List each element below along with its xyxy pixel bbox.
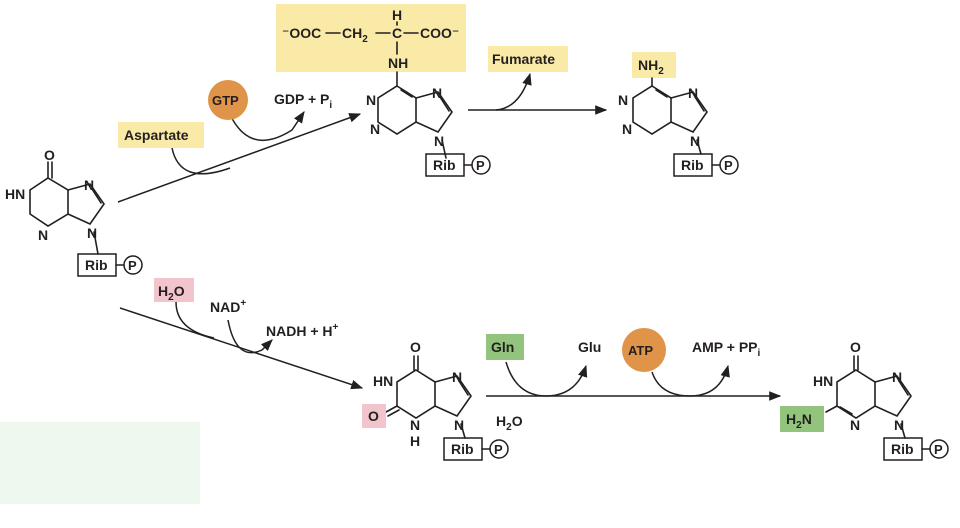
gtp-label: GTP bbox=[212, 93, 239, 108]
green-panel bbox=[0, 422, 200, 504]
atp-label: ATP bbox=[628, 343, 653, 358]
h2o-label: H2O bbox=[158, 283, 185, 303]
succ-coo: COO⁻ bbox=[420, 25, 459, 41]
gmp-structure: O HN H2N N N N Rib P bbox=[780, 339, 949, 461]
gmp-n7: N bbox=[892, 369, 902, 385]
aspartate-box bbox=[118, 122, 204, 148]
xmp-structure: O HN O N H N N Rib P bbox=[362, 339, 509, 461]
gmp-h2n-highlight bbox=[780, 406, 824, 432]
fumarate-label: Fumarate bbox=[492, 51, 555, 67]
gmp-phosphate bbox=[929, 439, 949, 459]
gtp-circle bbox=[208, 80, 248, 120]
succ-nh: NH bbox=[388, 55, 408, 71]
aspartate-label: Aspartate bbox=[124, 127, 189, 143]
imp-o: O bbox=[44, 147, 55, 163]
imp-n3: N bbox=[38, 227, 48, 243]
xmp-phosphate bbox=[489, 439, 509, 459]
xmp-hn: HN bbox=[373, 373, 393, 389]
succ-n3: N bbox=[370, 121, 380, 137]
succinyl-highlight bbox=[276, 4, 466, 72]
xmp-o-left: O bbox=[368, 408, 379, 424]
succ-rib: Rib bbox=[433, 157, 456, 173]
gmp-rib: Rib bbox=[891, 441, 914, 457]
succ-h: H bbox=[392, 7, 402, 23]
atp-circle bbox=[622, 328, 666, 372]
succ-ooc: ⁻OOC bbox=[282, 25, 321, 41]
amp-n7: N bbox=[688, 85, 698, 101]
succ-c: C bbox=[392, 25, 402, 41]
succ-n9: N bbox=[434, 133, 444, 149]
h2o-box bbox=[154, 278, 194, 302]
amp-p: P bbox=[724, 158, 733, 173]
imp-n7: N bbox=[84, 177, 94, 193]
imp-p: P bbox=[128, 258, 137, 273]
top-branch: Aspartate GTP GDP + Pi bbox=[117, 80, 362, 203]
imp-phosphate bbox=[123, 255, 143, 275]
gmp-h2n: H2N bbox=[786, 411, 812, 431]
succ-n1: N bbox=[366, 92, 376, 108]
gmp-o-top: O bbox=[850, 339, 861, 355]
succ-phosphate bbox=[471, 155, 491, 175]
amp-n9: N bbox=[690, 133, 700, 149]
succ-p: P bbox=[476, 158, 485, 173]
amp-structure: NH2 N N N N Rib P bbox=[618, 52, 739, 177]
adenylosuccinate-structure: ⁻OOC CH2 H C COO⁻ NH N N N N Rib P bbox=[276, 4, 491, 177]
h2o-2-label: H2O bbox=[496, 413, 523, 433]
amp-n3: N bbox=[622, 121, 632, 137]
xmp-n7: N bbox=[452, 369, 462, 385]
gmp-p: P bbox=[934, 442, 943, 457]
gmp-hn: HN bbox=[813, 373, 833, 389]
nh2-highlight bbox=[632, 52, 676, 78]
gln-label: Gln bbox=[491, 339, 514, 355]
xmp-o-highlight bbox=[362, 404, 386, 428]
xmp-rib: Rib bbox=[451, 441, 474, 457]
glu-label: Glu bbox=[578, 339, 601, 355]
amp-pp-label: AMP + PPi bbox=[692, 339, 761, 359]
amp-phosphate bbox=[719, 155, 739, 175]
amp-nh2: NH2 bbox=[638, 57, 664, 77]
gmp-n9: N bbox=[894, 417, 904, 433]
gdp-label: GDP + Pi bbox=[274, 91, 332, 111]
nad-label: NAD+ bbox=[210, 298, 246, 315]
xmp-p: P bbox=[494, 442, 503, 457]
xmp-nh: N bbox=[410, 417, 420, 433]
gmp-n3: N bbox=[850, 417, 860, 433]
imp-hn: HN bbox=[5, 186, 25, 202]
xmp-n9: N bbox=[454, 417, 464, 433]
fumarate-step: Fumarate bbox=[468, 46, 608, 115]
gln-box bbox=[486, 334, 524, 360]
xmp-h: H bbox=[410, 433, 420, 449]
succ-n7: N bbox=[432, 85, 442, 101]
amp-rib: Rib bbox=[681, 157, 704, 173]
bottom-branch: H2O NAD+ NADH + H+ bbox=[119, 278, 364, 390]
xmp-o-top: O bbox=[410, 339, 421, 355]
amp-n1: N bbox=[618, 92, 628, 108]
xmp-to-gmp-step: Gln Glu H2O ATP AMP + PPi bbox=[486, 328, 782, 433]
fumarate-box bbox=[488, 46, 568, 72]
succ-ch2: CH2 bbox=[342, 25, 368, 45]
nadh-label: NADH + H+ bbox=[266, 322, 339, 339]
imp-rib: Rib bbox=[85, 257, 108, 273]
imp-n9: N bbox=[87, 225, 97, 241]
imp-structure: O HN N N N Rib P bbox=[5, 147, 143, 277]
